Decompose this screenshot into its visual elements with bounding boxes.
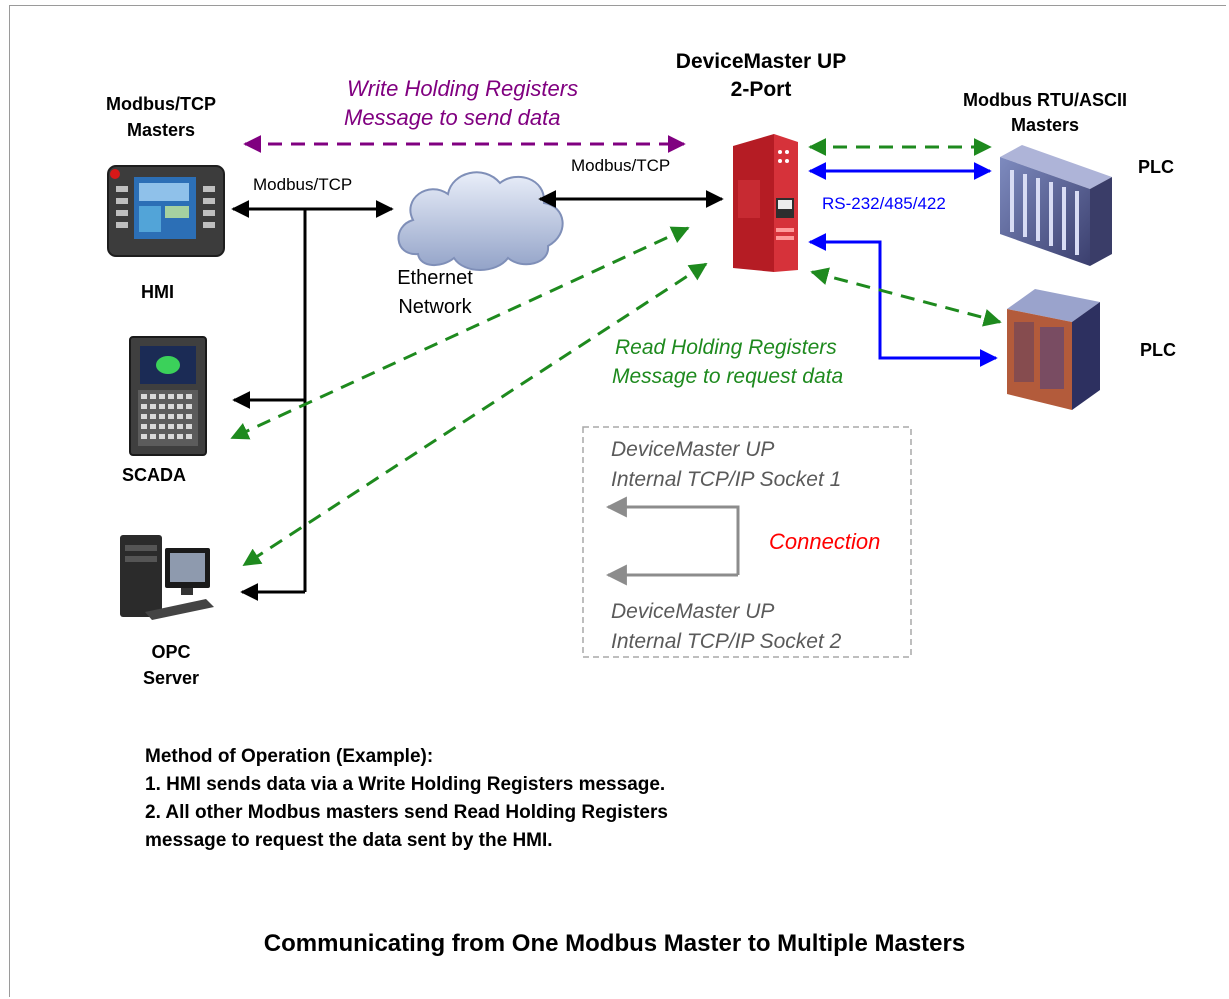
- ethernet-cloud-icon: [397, 171, 564, 271]
- opc-server-computer-icon: [120, 535, 214, 620]
- rs-port-label: RS-232/485/422: [822, 194, 946, 213]
- modbus-tcp-link-label-right: Modbus/TCP: [571, 156, 671, 175]
- method-heading: Method of Operation (Example):: [145, 746, 434, 767]
- socket-1-label: DeviceMaster UP Internal TCP/IP Socket 1: [611, 438, 842, 491]
- connection-label: Connection: [769, 529, 881, 554]
- hmi-label: HMI: [141, 282, 174, 302]
- method-step-2: 2. All other Modbus masters send Read Ho…: [145, 802, 668, 823]
- plc-bottom-label: PLC: [1140, 340, 1176, 360]
- diagram-title: Communicating from One Modbus Master to …: [263, 930, 966, 957]
- method-of-operation: Method of Operation (Example): 1. HMI se…: [145, 743, 668, 855]
- devicemaster-gateway-icon: [733, 134, 798, 272]
- internal-connection-arrows: [605, 496, 740, 586]
- method-step-2-continued: message to request the data sent by the …: [145, 830, 553, 851]
- ethernet-network-label: Ethernet Network: [397, 267, 473, 318]
- plc-module-icon: [1007, 289, 1100, 410]
- read-message-arrows: [230, 138, 1002, 567]
- opc-server-label: OPC Server: [142, 642, 200, 688]
- hmi-panel-icon: [107, 165, 225, 257]
- plc-top-label: PLC: [1138, 157, 1174, 177]
- modbus-tcp-masters-label: Modbus/TCP Masters: [106, 94, 216, 140]
- method-step-1: 1. HMI sends data via a Write Holding Re…: [145, 774, 666, 795]
- plc-rack-icon: [1000, 145, 1112, 266]
- modbus-tcp-link-label-left: Modbus/TCP: [253, 175, 353, 194]
- scada-label: SCADA: [122, 465, 187, 485]
- diagram-frame: [9, 5, 1226, 997]
- devicemaster-label: DeviceMaster UP 2-Port: [675, 50, 847, 101]
- socket-2-label: DeviceMaster UP Internal TCP/IP Socket 2: [611, 600, 842, 653]
- write-message-annotation: Write Holding Registers Message to send …: [344, 76, 579, 130]
- modbus-rtu-masters-label: Modbus RTU/ASCII Masters: [963, 90, 1127, 135]
- scada-terminal-icon: [129, 336, 207, 456]
- socket-box: [582, 426, 912, 658]
- read-message-annotation: Read Holding Registers Message to reques…: [612, 336, 844, 388]
